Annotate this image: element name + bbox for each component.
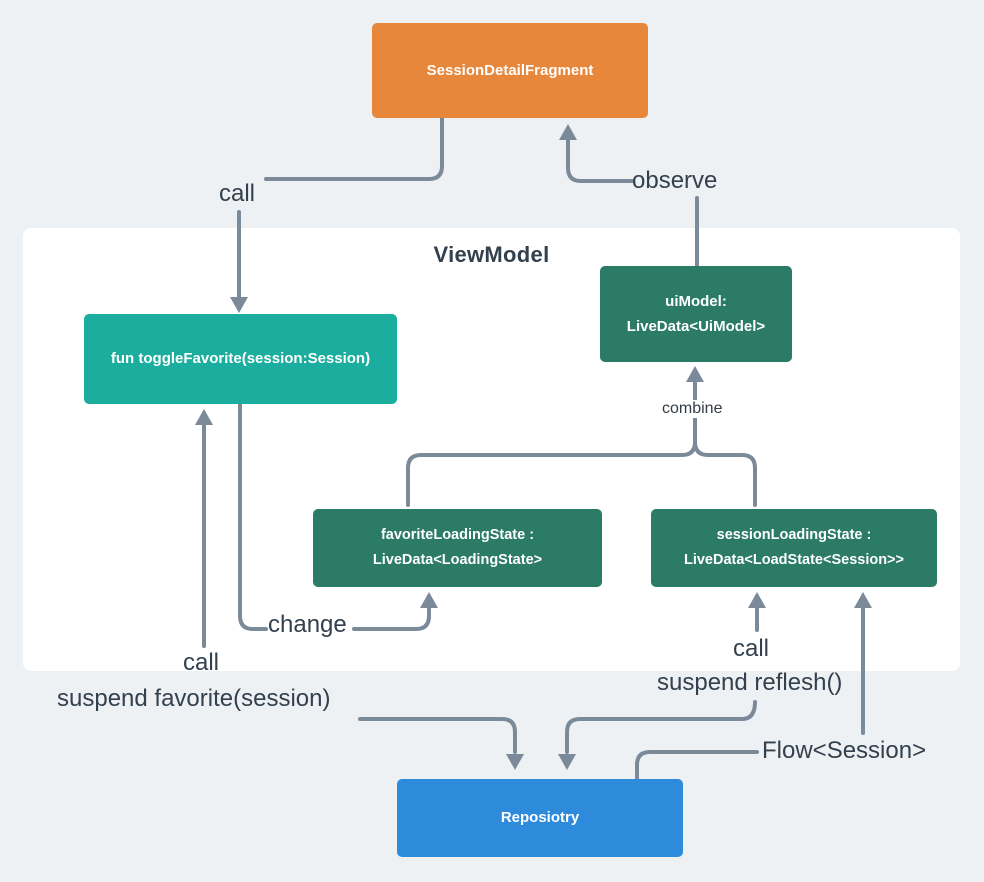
edge-call-right-to-session xyxy=(748,592,766,632)
call-label-right: call xyxy=(733,635,770,662)
favorite-loading-state-line2: LiveData<LoadingState> xyxy=(372,552,543,568)
ui-model-line1: uiModel: xyxy=(665,292,727,310)
toggle-favorite-label: fun toggleFavorite(session:Session) xyxy=(110,350,371,368)
observe-label: observe xyxy=(632,167,718,194)
ui-model-label: uiModel: LiveData<UiModel> xyxy=(627,289,765,340)
favorite-loading-state-line1: favoriteLoadingState : xyxy=(380,527,535,544)
session-loading-state-label: sessionLoadingState : LiveData<LoadState… xyxy=(684,523,904,572)
repository-label: Reposiotry xyxy=(500,809,580,827)
flow-session-label: Flow<Session> xyxy=(762,737,927,764)
favorite-loading-state-label: favoriteLoadingState : LiveData<LoadingS… xyxy=(373,523,542,572)
viewmodel-title: ViewModel xyxy=(433,242,550,267)
change-label: change xyxy=(268,611,347,638)
edge-toggle-to-change xyxy=(238,402,438,631)
call-label-top: call xyxy=(219,180,256,207)
edge-flow-session xyxy=(635,592,872,781)
session-detail-fragment-label: SessionDetailFragment xyxy=(426,61,594,79)
edge-suspend-favorite-to-repo xyxy=(358,717,524,770)
ui-model-node: uiModel: LiveData<UiModel> xyxy=(600,266,792,362)
edge-uimodel-to-observe xyxy=(559,124,699,268)
combine-label: combine xyxy=(658,400,727,418)
favorite-loading-state-node: favoriteLoadingState : LiveData<LoadingS… xyxy=(313,509,602,587)
repository-node: Reposiotry xyxy=(397,779,683,857)
edge-suspend-reflesh-to-repo xyxy=(558,700,757,770)
toggle-favorite-node: fun toggleFavorite(session:Session) xyxy=(84,314,397,404)
session-loading-state-line2: LiveData<LoadState<Session>> xyxy=(683,552,904,568)
edge-combine-to-uimodel xyxy=(406,366,757,507)
call-label-left: call xyxy=(183,649,220,676)
suspend-favorite-label: suspend favorite(session) xyxy=(57,685,331,712)
suspend-reflesh-label: suspend reflesh() xyxy=(657,669,843,696)
session-loading-state-line1: sessionLoadingState : xyxy=(716,527,872,544)
edge-call-left-to-toggle xyxy=(195,409,213,648)
edge-fragment-to-call xyxy=(230,116,444,313)
session-loading-state-node: sessionLoadingState : LiveData<LoadState… xyxy=(651,509,937,587)
session-detail-fragment-node: SessionDetailFragment xyxy=(372,23,648,118)
viewmodel-panel: ViewModel xyxy=(23,228,960,671)
ui-model-line2: LiveData<UiModel> xyxy=(626,318,766,335)
